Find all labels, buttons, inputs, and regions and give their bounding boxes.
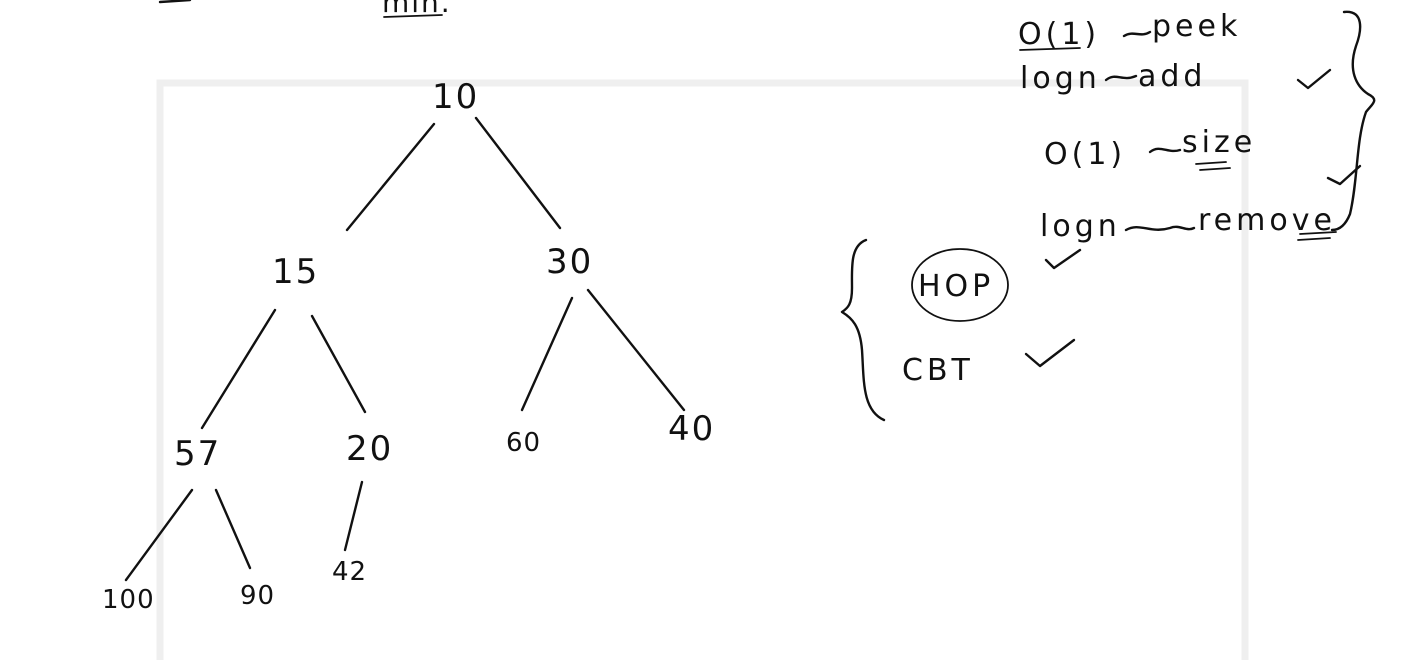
tree-node: 10 [432, 77, 479, 117]
op-complexity: logn [1020, 61, 1101, 96]
edge-15-57 [200, 308, 277, 430]
property-label: HOP [918, 269, 994, 304]
board-frame [156, 79, 1249, 660]
tree-node: 90 [240, 581, 275, 611]
arrow-squiggle [1122, 30, 1152, 38]
op-name: remove [1198, 203, 1336, 238]
edge-20-42 [343, 480, 364, 552]
arrow-squiggle [1104, 74, 1138, 82]
edge-57-100 [124, 488, 194, 582]
tree-node: 30 [546, 242, 593, 282]
tree-node: 60 [506, 428, 541, 458]
check-mark-icon [1326, 164, 1362, 186]
cut-off-stroke [158, 0, 192, 4]
double-underline [1195, 161, 1231, 171]
tree-node: 100 [102, 585, 155, 615]
complexity-underline [1019, 47, 1081, 51]
edge-57-90 [214, 488, 252, 570]
top-fragment-text: min. [382, 0, 452, 19]
edge-30-40 [586, 288, 686, 412]
tree-node: 20 [346, 429, 393, 469]
op-name: size [1182, 125, 1256, 160]
properties-notes: HOP CBT [840, 238, 1076, 422]
double-underline [1297, 231, 1337, 241]
tree-node: 15 [272, 252, 319, 292]
tree-edges [124, 116, 686, 582]
arrow-squiggle [1124, 225, 1196, 232]
tree-node: 40 [668, 409, 715, 449]
curly-brace [840, 238, 886, 422]
check-mark-icon [1296, 68, 1332, 90]
operations-notes: O(1) peek logn add O(1) size logn remove [1018, 9, 1376, 270]
tree-nodes: 10 15 30 57 20 60 40 100 90 42 [102, 77, 715, 615]
check-mark-icon [1024, 338, 1076, 368]
check-mark-icon [1044, 248, 1082, 270]
curly-brace [1330, 10, 1376, 232]
circle-highlight [911, 248, 1009, 322]
arrow-squiggle [1148, 147, 1182, 154]
top-fragment-underline [383, 14, 443, 18]
tree-node: 57 [174, 434, 221, 474]
op-complexity: O(1) [1044, 137, 1126, 172]
edge-10-15 [345, 122, 436, 232]
op-complexity: logn [1040, 209, 1121, 244]
tree-node: 42 [332, 557, 367, 587]
op-name: peek [1152, 9, 1241, 44]
op-complexity: O(1) [1018, 17, 1100, 52]
property-label: CBT [902, 353, 974, 388]
edge-10-30 [474, 116, 562, 230]
edge-30-60 [520, 296, 574, 412]
op-name: add [1138, 59, 1206, 94]
edge-15-20 [310, 314, 367, 414]
